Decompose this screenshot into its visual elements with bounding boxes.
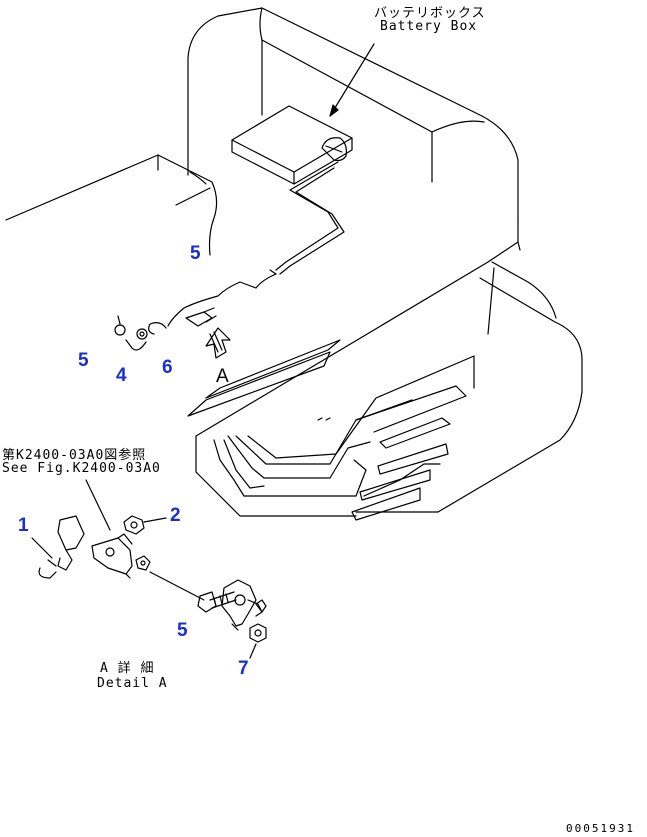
detail-a-nut-7 bbox=[249, 623, 267, 643]
callout-1: 1 bbox=[18, 515, 29, 536]
view-letter-a: A bbox=[216, 366, 229, 387]
platform-outline bbox=[5, 154, 218, 256]
reference-label-jp: 第K2400-03A0図参照 bbox=[2, 448, 147, 463]
reference-leader bbox=[85, 479, 111, 531]
callout-7: 7 bbox=[238, 658, 249, 679]
detail-a-sensor bbox=[38, 515, 85, 579]
leader-6 bbox=[149, 571, 205, 601]
detail-a-small-washer bbox=[255, 599, 267, 613]
lower-body bbox=[195, 221, 521, 437]
leader-2 bbox=[143, 517, 167, 523]
battery-box-label-en: Battery Box bbox=[380, 19, 478, 34]
callout-3: 4 bbox=[116, 365, 127, 386]
callout-4: 5 bbox=[190, 243, 201, 264]
drawing-number: 00051931 bbox=[566, 822, 635, 835]
detail-label-en: Detail A bbox=[97, 676, 168, 691]
battery-box bbox=[231, 105, 353, 185]
cable-harness bbox=[167, 161, 345, 327]
callout-2: 2 bbox=[170, 505, 181, 526]
machine-body-outline bbox=[187, 7, 519, 223]
detail-a-clamp bbox=[221, 579, 263, 631]
track-chevrons bbox=[187, 339, 475, 521]
detail-a-bolt bbox=[197, 591, 237, 613]
callout-6: 5 bbox=[177, 620, 188, 641]
battery-box-leader bbox=[329, 43, 375, 117]
callout-5-right: 6 bbox=[162, 357, 173, 378]
view-arrow-a bbox=[205, 327, 231, 359]
detail-label-jp: A 詳 細 bbox=[100, 661, 155, 676]
leader-7 bbox=[249, 643, 257, 659]
battery-box-label-jp: バッテリボックス bbox=[374, 6, 486, 21]
detail-a-nut bbox=[123, 515, 145, 535]
harness-connector bbox=[148, 307, 217, 335]
leader-1 bbox=[31, 537, 53, 559]
detail-a-bracket bbox=[91, 533, 133, 579]
track-frame bbox=[355, 261, 583, 513]
callout-5-left: 5 bbox=[78, 350, 89, 371]
reference-label-en: See Fig.K2400-03A0 bbox=[2, 461, 161, 476]
detail-a-washer bbox=[135, 555, 151, 571]
grommet-parts bbox=[114, 315, 148, 351]
